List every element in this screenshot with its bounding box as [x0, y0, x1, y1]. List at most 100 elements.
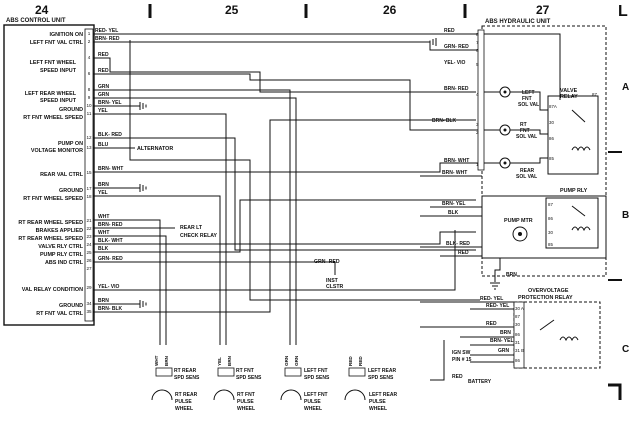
ecu-pin: 10: [86, 103, 92, 108]
sensor-label: LEFT FNT: [304, 368, 328, 374]
relay-pin: 87A: [549, 104, 557, 109]
ecu-label: VAL RELAY CONDITION: [22, 287, 83, 293]
sensor-left-fnt: LEFT FNT SPD SENS LEFT FNT PULSE WHEEL: [280, 367, 330, 412]
ecu-pin: 15: [86, 170, 92, 175]
sensor-label: SPD SENS: [304, 375, 330, 381]
hcu-pin: 2: [476, 130, 479, 135]
ovp-pin: 30: [515, 322, 520, 327]
ovp-pin-strip: [513, 301, 525, 369]
relay-pin: 87: [592, 92, 597, 97]
ecu-label: RT REAR WHEEL SPEED: [18, 236, 83, 242]
wire-label: YEL- VIO: [98, 284, 120, 290]
ovp-relay-box: [513, 301, 601, 369]
sensor-wire-labels: WHT BRN YEL BRN GRN GRN RED RED: [154, 355, 363, 366]
ovp-pin: 30 A: [515, 306, 524, 311]
column-number-26: 26: [383, 3, 397, 17]
sensor-rt-fnt: RT FNT SPD SENS RT FNT PULSE WHEEL: [213, 367, 262, 412]
hcu-pin: 7: [476, 40, 479, 45]
ecu-label: RT FNT WHEEL SPEED: [23, 196, 83, 202]
pump-wire-labels: BRN- WHT BRN- YEL BLK BLK- RED RED: [442, 170, 470, 256]
valve-label: FNT: [520, 128, 530, 134]
row-marker-a: A: [622, 82, 629, 93]
relay-switch-icon: [571, 205, 586, 217]
ovp-pin: 31: [515, 340, 520, 345]
valve-label: SOL VAL: [518, 102, 539, 108]
sensor-wire-label: BRN: [227, 355, 232, 366]
ecu-label: GROUND: [59, 303, 83, 309]
ecu-label: RT FNT WHEEL SPEED: [23, 115, 83, 121]
ecu-pin-numbers: 1 2 4 6 8 9 10 11 12 13 15 17 18 21 22 2…: [86, 31, 92, 314]
relay-coil-icon: [571, 226, 591, 232]
ecu-pin: 9: [88, 95, 91, 100]
valve-label: RT: [520, 122, 527, 128]
wheel-label: PULSE: [175, 399, 192, 405]
ecu-label: PUMP RLY CTRL: [40, 252, 84, 258]
wire-label: BRN: [98, 298, 109, 304]
ovp-wire-label: BRN- YEL: [490, 338, 514, 344]
pump-wire-label: BLK: [448, 210, 459, 216]
ovp-pins: 30 A 87 30 86 31 31 B 86: [515, 306, 524, 363]
ground-wire-label: BRN: [506, 272, 517, 278]
pulse-wheel-icon: [151, 389, 173, 401]
connector-icon: [348, 367, 366, 377]
wire-label: BRN- WHT: [98, 166, 123, 172]
relay-pin: 85: [549, 156, 554, 161]
ign-sw-label: IGN SW: [452, 350, 471, 356]
ecu-label: GROUND: [59, 107, 83, 113]
wheel-label: RT FNT: [237, 392, 255, 398]
ecu-label: LEFT FNT VAL CTRL: [30, 40, 84, 46]
pump-wires: [420, 175, 501, 282]
valve-label: SOL VAL: [516, 174, 537, 180]
hcu-wire-label: GRN- RED: [444, 44, 469, 50]
pump-relay-pin: 86: [548, 216, 553, 221]
wire-label: YEL: [98, 190, 108, 196]
ecu-label: BRAKES APPLIED: [36, 228, 84, 234]
sensor-label: SPD SENS: [236, 375, 262, 381]
wire-label: BRN: [98, 182, 109, 188]
ecu-label: IGNITION ON: [49, 32, 83, 38]
wheel-label: RT REAR: [175, 392, 198, 398]
wire-label: RED: [98, 52, 109, 58]
column-number-25: 25: [225, 3, 239, 17]
hcu-wire-labels: RED GRN- RED YEL- VIO BRN- RED BRN- BLK …: [432, 28, 469, 164]
ecu-pin: 21: [86, 218, 92, 223]
check-relay-label: CHECK RELAY: [180, 233, 218, 239]
battery-label: BATTERY: [468, 379, 492, 385]
hcu-wire-label: BRN- WHT: [444, 158, 469, 164]
abs-hydraulic-unit-box: [481, 25, 607, 277]
sensor-left-rear: LEFT REAR SPD SENS LEFT REAR PULSE WHEEL: [344, 367, 397, 412]
sensor-wire-label: RED: [358, 356, 363, 366]
ground-icon: [490, 282, 500, 290]
ground-icon: [139, 300, 147, 308]
ecu-label: ABS IND CTRL: [45, 260, 84, 266]
valve-label: REAR: [520, 168, 535, 174]
pump-mtr-label: PUMP MTR: [504, 218, 533, 224]
pump-motor-core-icon: [518, 232, 522, 236]
ovp-title: PROTECTION RELAY: [518, 295, 573, 301]
ecu-labels: IGNITION ON LEFT FNT VAL CTRL LEFT FNT W…: [18, 32, 83, 317]
column-separators: [148, 4, 467, 18]
ecu-label: LEFT REAR WHEEL: [25, 91, 77, 97]
ecu-pin: 1: [88, 31, 91, 36]
pump-motor-icon: [512, 226, 528, 242]
pulse-wheel-icon: [344, 389, 366, 401]
rt-fnt-sol-val: RT FNT SOL VAL: [499, 122, 537, 140]
column-number-24: 24: [35, 3, 49, 17]
ecu-pin: 26: [86, 258, 92, 263]
alternator-label: ALTERNATOR: [137, 146, 173, 152]
pump-wire-label: BRN- YEL: [442, 201, 466, 207]
pump-relay-pin: 85: [548, 242, 553, 247]
wire-label: BLK- RED: [98, 132, 122, 138]
wheel-label: PULSE: [304, 399, 321, 405]
ecu-pin-strip: [84, 28, 94, 322]
wire-label: YEL: [98, 108, 108, 114]
hcu-pin: 6: [476, 48, 479, 53]
row-marker-b: B: [622, 210, 629, 221]
wheel-label: LEFT REAR: [369, 392, 397, 398]
ecu-pin: 25: [86, 250, 92, 255]
ecu-pin: 8: [88, 87, 91, 92]
sensor-label: RT FNT: [236, 368, 254, 374]
abs-hydraulic-unit-title: ABS HYDRAULIC UNIT: [485, 19, 551, 25]
pump-relay-pin: 87: [548, 202, 553, 207]
ecu-pin: 2: [88, 39, 91, 44]
